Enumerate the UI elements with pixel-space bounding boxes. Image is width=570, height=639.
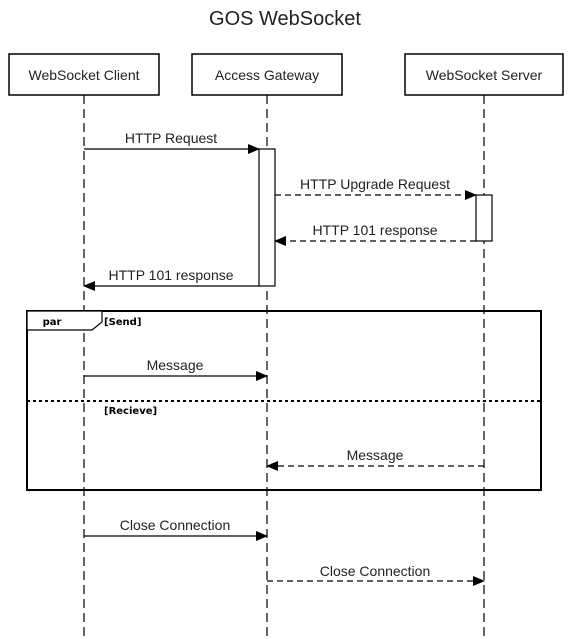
fragment-operator: par	[43, 317, 62, 328]
label-http-request: HTTP Request	[125, 130, 217, 146]
activation-gateway	[258, 148, 276, 287]
participant-server: WebSocket Server	[404, 53, 564, 96]
guard-send: [Send]	[104, 317, 141, 328]
guard-receive: [Recieve]	[104, 406, 157, 417]
label-close-gateway: Close Connection	[320, 563, 431, 579]
activation-server	[475, 194, 493, 242]
label-send-message: Message	[147, 357, 204, 373]
participant-client-label: WebSocket Client	[28, 67, 139, 83]
par-fragment: par [Send] [Recieve]	[26, 310, 542, 491]
participant-server-label: WebSocket Server	[426, 67, 543, 83]
participant-client: WebSocket Client	[8, 53, 160, 96]
label-close-client: Close Connection	[120, 517, 231, 533]
diagram-title: GOS WebSocket	[209, 8, 361, 30]
label-http-upgrade-request: HTTP Upgrade Request	[300, 176, 450, 192]
participant-gateway-label: Access Gateway	[215, 67, 319, 83]
label-receive-message: Message	[347, 447, 404, 463]
label-http-101-server: HTTP 101 response	[312, 222, 437, 238]
label-http-101-gateway: HTTP 101 response	[108, 267, 233, 283]
participant-gateway: Access Gateway	[191, 53, 343, 96]
